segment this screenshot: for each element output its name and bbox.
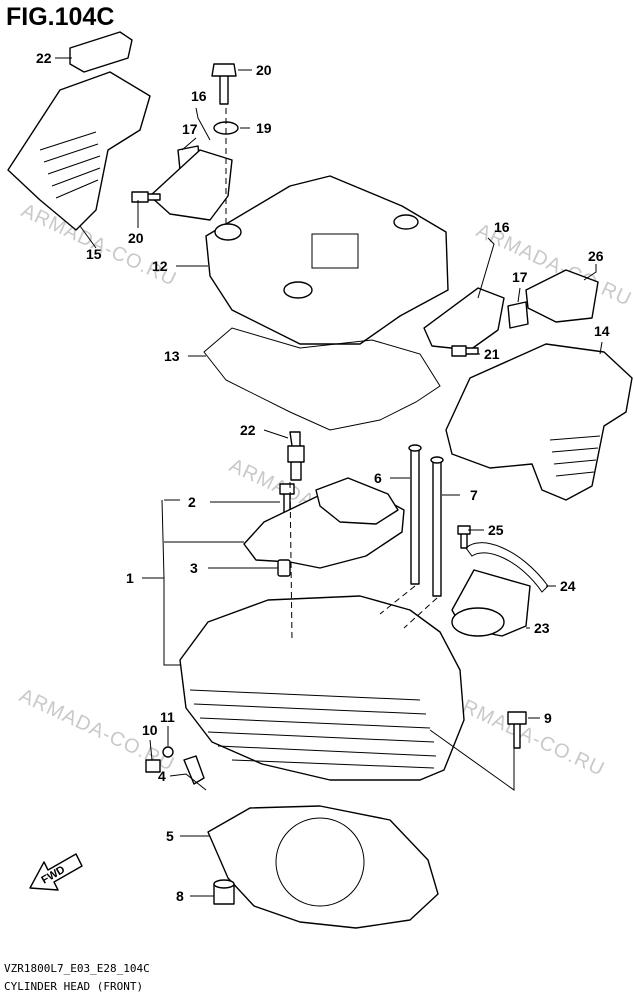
callout-14: 14 [594,323,610,339]
part-7-stud [432,459,442,597]
callout-1: 1 [126,570,134,586]
callout-12: 12 [152,258,168,274]
callout-6: 6 [374,470,382,486]
watermark: ARMADA-CO.RU [446,690,608,781]
part-19-bolt [211,63,237,105]
callout-25: 26 [588,248,604,264]
part-12-boss [214,223,242,241]
callout-3: 3 [190,560,198,576]
callout-22: 23 [534,620,550,636]
callout-7: 7 [470,487,478,503]
callouts: 22 20 16 17 19 20 15 12 16 26 17 14 13 2… [36,50,610,904]
part-8-dowel-top [213,879,235,889]
part-26-pad [69,31,133,73]
part-25-pad [525,269,599,323]
part-15-fins [39,131,101,199]
callout-5: 5 [166,828,174,844]
fwd-arrow: FWD [29,853,83,891]
part-14-cover [445,343,633,501]
part-13-gasket [203,327,441,431]
part-24-clamp [465,542,549,593]
callout-10: 10 [142,722,158,738]
part-12-cap [311,233,359,269]
callout-26: 22 [36,50,52,66]
model-code: VZR1800L7_E03_E28_104C [4,962,150,975]
callout-20: 20 [128,230,144,246]
callout-11: 11 [160,709,175,725]
leader-lines [55,57,603,897]
part-4-nipple [183,755,205,785]
part-12-boss [283,281,313,299]
part-9-bolt [507,711,527,749]
callout-17: 17 [512,269,528,285]
figure-title: FIG.104C [6,3,114,31]
diagram-caption: CYLINDER HEAD (FRONT) [4,980,143,993]
part-22-intake-mouth [451,607,505,637]
callout-20: 21 [484,346,500,362]
callout-2: 2 [188,494,196,510]
callout-23: 25 [488,522,504,538]
part-3-dowel [277,559,291,577]
part-6-stud [410,447,420,585]
callout-24: 24 [560,578,576,594]
fwd-arrow-icon [29,853,83,891]
part-6-stud-head [408,444,422,452]
callout-16: 16 [494,219,510,235]
part-7-stud-head [430,456,444,464]
part-11-washer [162,746,174,758]
part-12-head-cover [205,175,449,345]
part-14-fins [549,435,601,477]
cylinder-head [179,595,465,781]
callout-19: 20 [256,62,272,78]
part-21-spark-plug [287,431,305,481]
callout-13: 13 [164,348,180,364]
part-23-screw [457,525,471,549]
callout-18: 19 [256,120,272,136]
part-17-grommet [507,301,529,329]
part-20-bolt [131,191,161,203]
part-5-bore [275,817,365,907]
callout-17: 17 [182,121,198,137]
callout-16: 16 [191,88,207,104]
part-12-boss [393,214,419,230]
part-10-bolt [145,759,161,773]
part-5-cylinder-gasket [207,805,439,929]
callout-9: 9 [544,710,552,726]
callout-21: 22 [240,422,256,438]
part-1-holder-upper [315,477,399,525]
callout-15: 15 [86,246,102,262]
callout-8: 8 [176,888,184,904]
cylinder-head-fins [189,689,437,769]
part-16-bracket [149,149,233,221]
part-16-bracket [423,287,505,351]
part-15-cover [7,71,151,231]
callout-4: 4 [158,768,166,784]
